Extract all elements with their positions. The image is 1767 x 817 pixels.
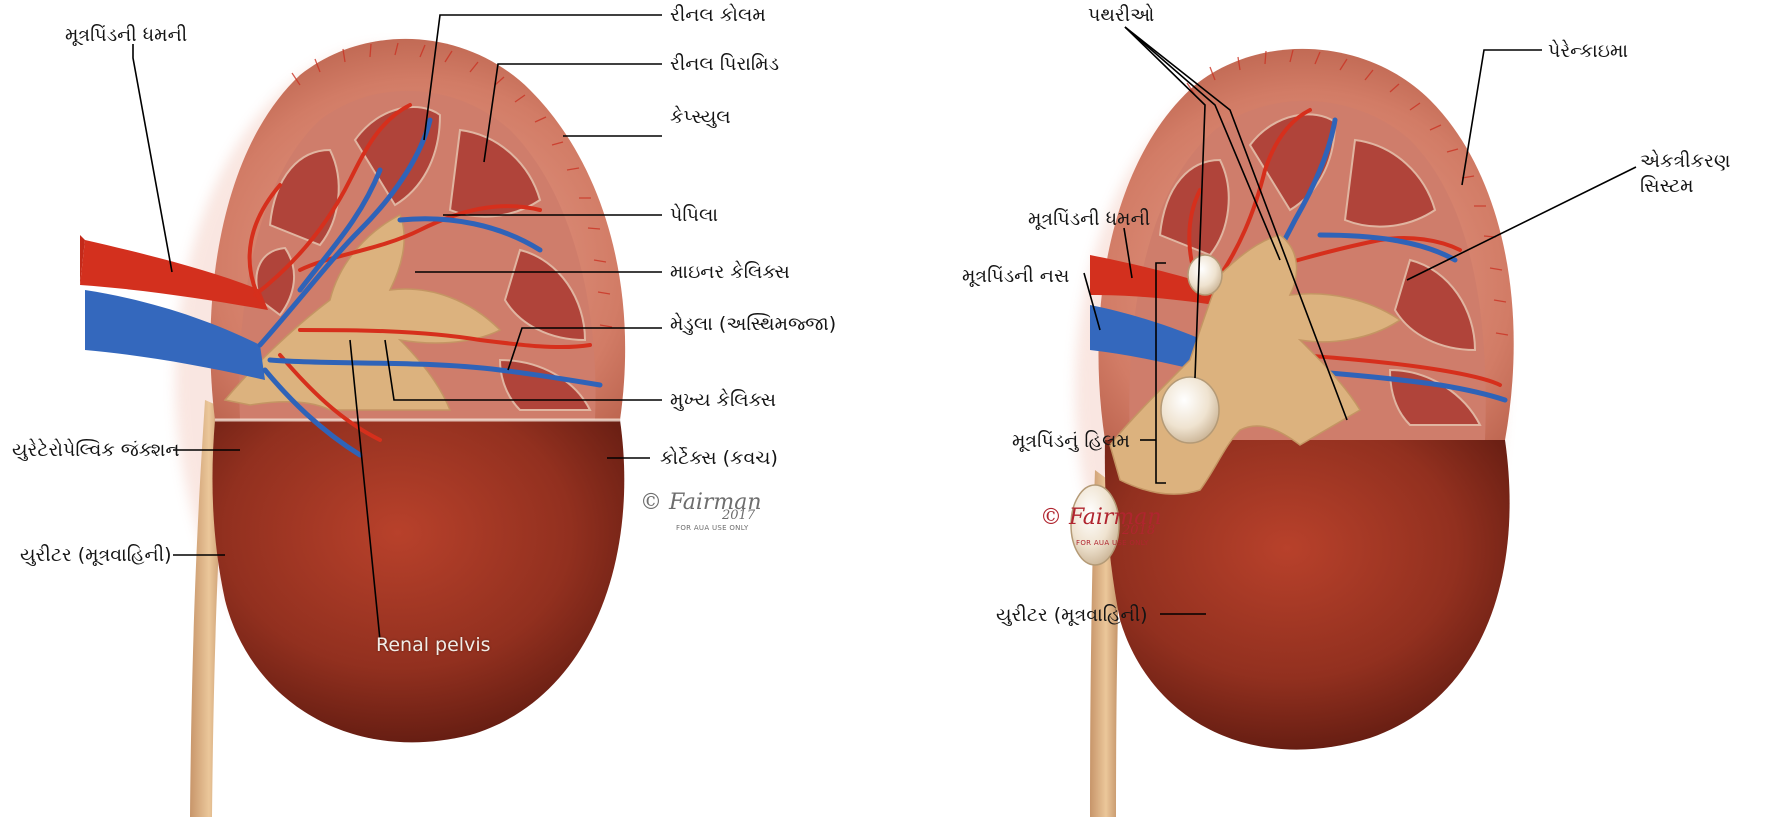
label-papilla: પેપિલા <box>670 204 718 227</box>
label-medulla: મેડુલા (અસ્થિમજ્જા) <box>670 313 836 336</box>
label-stones: પથરીઓ <box>1088 4 1154 27</box>
label-renal-hilum: મૂત્રપિંડનું હિલમ <box>1012 430 1130 453</box>
signature-left: © Fairman 2017 FOR AUA USE ONLY <box>640 490 780 540</box>
label-major-calyx: મુખ્ય કેલિક્સ <box>670 389 776 412</box>
label-ureteropelvic-junction: યુરેટેરોપેલ્વિક જંક્શન <box>12 439 180 462</box>
signature-right: © Fairman 2018 FOR AUA USE ONLY <box>1040 505 1180 555</box>
signature-year-right: 2018 <box>1122 523 1155 538</box>
label-parenchyma: પેરેન્કાઇમા <box>1548 40 1628 63</box>
label-renal-artery-left: મૂત્રપિંડની ધમની <box>65 24 187 47</box>
label-collecting-system-1: એકત્રીકરણ <box>1640 150 1730 173</box>
label-capsule: કેપ્સ્યુલ <box>670 106 731 129</box>
label-renal-column: રીનલ કોલમ <box>670 4 766 27</box>
signature-note-right: FOR AUA USE ONLY <box>1076 539 1149 547</box>
label-renal-pyramid: રીનલ પિરામિડ <box>670 53 779 76</box>
signature-note-left: FOR AUA USE ONLY <box>676 524 749 532</box>
label-renal-pelvis: Renal pelvis <box>376 634 491 656</box>
left-kidney-lower <box>212 420 624 742</box>
label-ureter-left: યુરીટર (મૂત્રવાહિની) <box>20 544 172 567</box>
stone-middle <box>1161 377 1219 443</box>
left-kidney <box>80 39 625 817</box>
signature-year-left: 2017 <box>722 508 755 523</box>
label-minor-calyx: માઇનર કેલિક્સ <box>670 261 790 284</box>
label-collecting-system-2: સિસ્ટમ <box>1640 175 1694 198</box>
stone-upper <box>1188 255 1222 295</box>
right-kidney <box>1071 49 1514 817</box>
label-renal-artery-right: મૂત્રપિંડની ધમની <box>1028 208 1150 231</box>
label-renal-vein: મૂત્રપિંડની નસ <box>962 265 1069 288</box>
label-cortex: કોર્ટેક્સ (કવચ) <box>660 447 778 470</box>
label-ureter-right: યુરીટર (મૂત્રવાહિની) <box>996 604 1148 627</box>
